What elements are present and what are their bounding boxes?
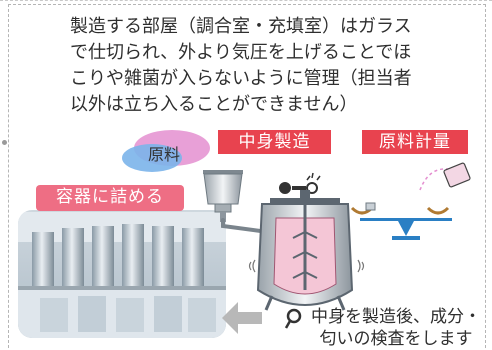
tank-icon	[248, 190, 365, 311]
scale-icon	[350, 202, 452, 240]
top-divider	[0, 0, 492, 1]
inspection-note: 中身を製造後、成分・ 匂いの検査をします	[300, 306, 492, 350]
feed-pipe	[221, 218, 270, 234]
mixer-motor-icon	[279, 172, 321, 194]
pouring-bag	[419, 162, 471, 191]
content-production-label: 中身製造	[218, 130, 331, 154]
intro-line-1: 製造する部屋（調合室・充填室）はガラス	[70, 16, 412, 37]
magnifier-icon	[284, 308, 302, 329]
intro-line-3: こりや雑菌が入らないように管理（担当者	[70, 68, 412, 89]
inspection-line-2: 匂いの検査をします	[319, 329, 473, 349]
raw-weighing-label: 原料計量	[362, 130, 468, 154]
intro-line-2: で仕切られ、外より気圧を上げることでほ	[70, 42, 412, 63]
raw-material-blob	[122, 130, 210, 172]
intro-paragraph: 製造する部屋（調合室・充填室）はガラス で仕切られ、外より気圧を上げることでほ …	[70, 14, 470, 118]
margin-dot	[2, 140, 7, 145]
inspection-line-1: 中身を製造後、成分・	[311, 307, 481, 327]
fill-container-label: 容器に詰める	[36, 185, 184, 211]
intro-line-4: 以外は立ち入ることができません）	[70, 94, 358, 115]
filling-line-photo	[18, 210, 226, 338]
arrow-left-icon	[222, 302, 262, 334]
funnel-icon	[203, 170, 243, 222]
content-frame	[8, 4, 486, 348]
raw-material-label: 原料	[148, 145, 181, 164]
